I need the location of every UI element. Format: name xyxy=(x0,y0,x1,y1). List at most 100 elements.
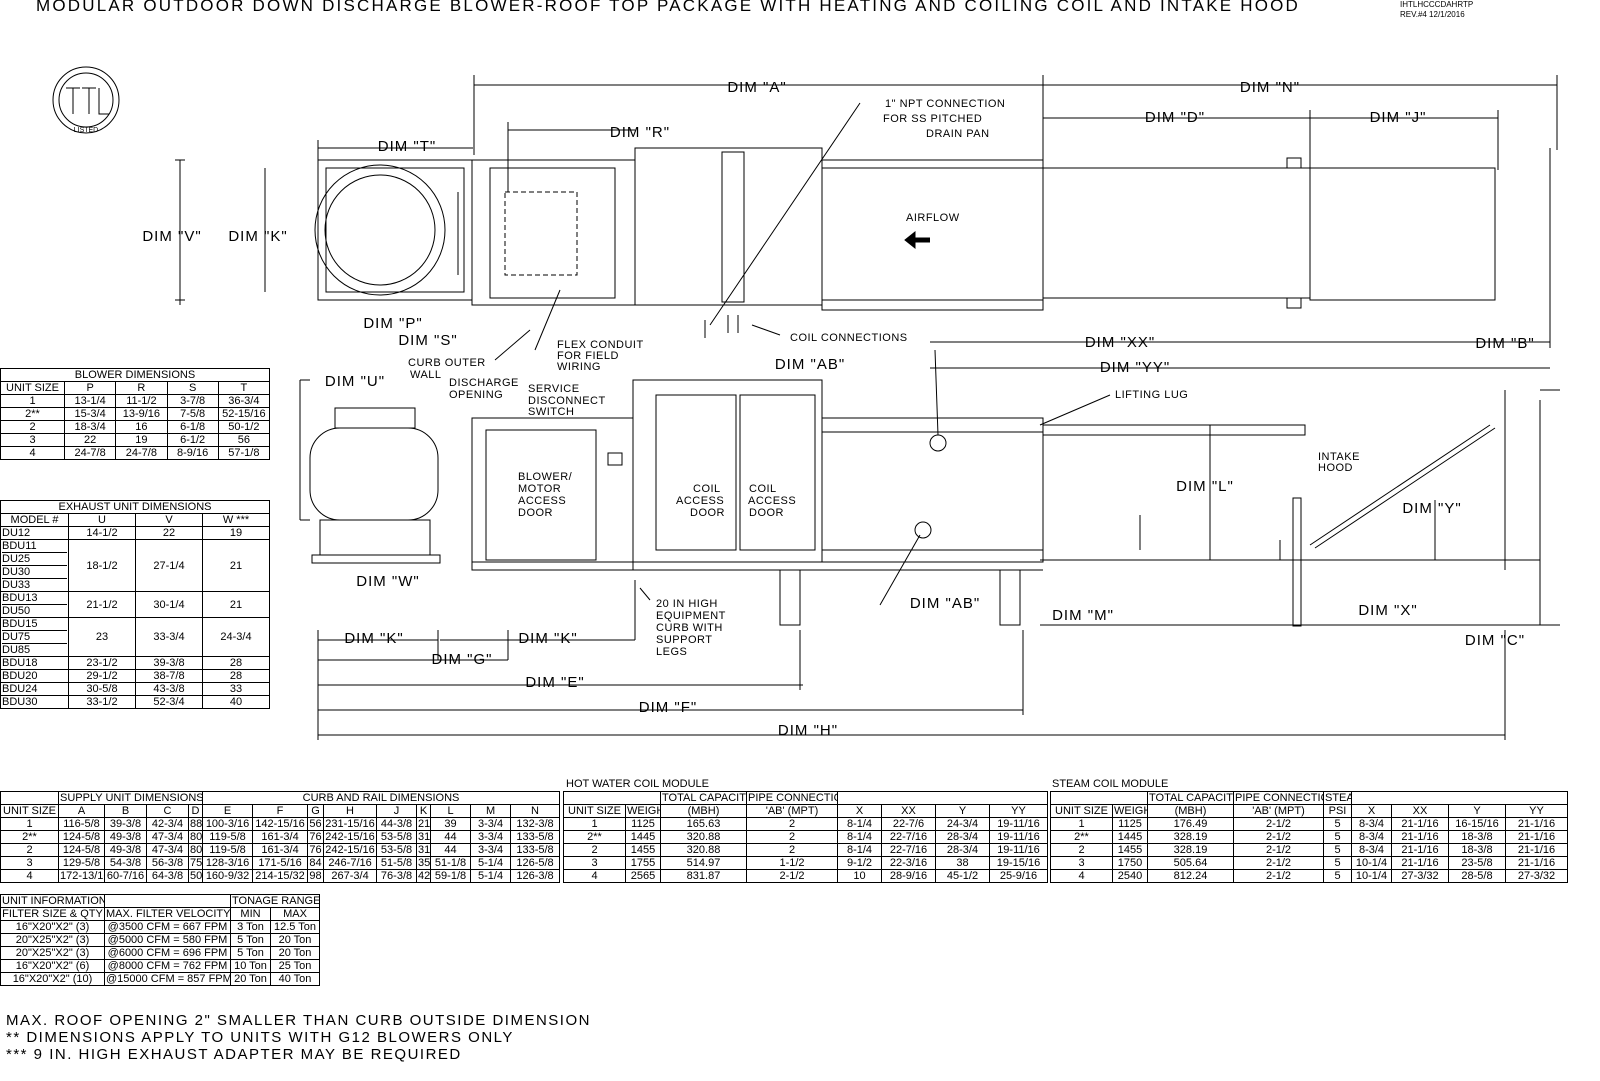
note-1: MAX. ROOF OPENING 2" SMALLER THAN CURB O… xyxy=(6,1012,591,1029)
table-cell: 18-3/4 xyxy=(63,420,117,434)
table-cell: 171-5/16 xyxy=(252,856,309,870)
switch-label: SWITCH xyxy=(528,406,574,418)
table-cell: 5 Ton xyxy=(230,933,271,947)
table-cell: 5 Ton xyxy=(230,946,271,960)
table-cell: 16"X20"X2" (10) xyxy=(0,972,105,986)
table-cell: 19-11/16 xyxy=(989,830,1048,844)
table-cell: 75 xyxy=(187,856,204,870)
dim-h-label: DIM "H" xyxy=(778,722,838,739)
dim-yy-label: DIM "YY" xyxy=(1100,359,1170,376)
table-cell: 35 xyxy=(416,856,432,870)
table-cell: 142-15/16 xyxy=(252,817,309,831)
table-cell: 133-5/8 xyxy=(510,830,560,844)
table-cell: 45-1/2 xyxy=(935,869,990,883)
dim-k-right-label: DIM "K" xyxy=(518,630,577,647)
disconnect-label: DISCONNECT xyxy=(528,395,606,407)
table-cell: 98 xyxy=(307,869,325,883)
column-header: Y xyxy=(935,804,990,818)
table-cell: 57-1/8 xyxy=(217,446,271,460)
table-cell: 5 xyxy=(1323,869,1352,883)
note-2: ** DIMENSIONS APPLY TO UNITS WITH G12 BL… xyxy=(6,1029,514,1046)
table-cell: 5 xyxy=(1323,843,1352,857)
table-cell: @15000 CFM = 857 FPM xyxy=(104,972,231,986)
hw-capacity-header: TOTAL CAPACITY xyxy=(660,791,747,805)
table-cell: 21-1/16 xyxy=(1391,843,1449,857)
table-cell: 39 xyxy=(430,817,472,831)
column-header: H xyxy=(323,804,378,818)
table-cell: 30-5/8 xyxy=(68,682,136,696)
dim-c-label: DIM "C" xyxy=(1465,632,1525,649)
table-cell: 24-3/4 xyxy=(935,817,990,831)
table-cell: 21-1/16 xyxy=(1505,856,1568,870)
airflow-label: AIRFLOW xyxy=(906,212,960,224)
table-cell: 1445 xyxy=(1112,830,1148,844)
model-number: BDU13 xyxy=(2,593,67,605)
dim-w-label: DIM "W" xyxy=(356,573,419,590)
model-number: DU25 xyxy=(2,553,67,566)
logo-listed: LISTED xyxy=(74,127,99,134)
table-cell: 3 xyxy=(1050,856,1113,870)
table-cell: 56 xyxy=(307,817,325,831)
column-header: PSI xyxy=(1323,804,1352,818)
table-cell: 514.97 xyxy=(660,856,747,870)
table-cell: 38 xyxy=(935,856,990,870)
table-cell: 20"X25"X2" (3) xyxy=(0,946,105,960)
dim-j-label: DIM "J" xyxy=(1370,109,1427,126)
table-cell: 10 xyxy=(837,869,882,883)
curb-legs-label-5: LEGS xyxy=(656,646,687,658)
table-cell: 20 Ton xyxy=(270,946,320,960)
table-cell: 49-3/8 xyxy=(104,843,147,857)
table-cell: 8-3/4 xyxy=(1351,817,1392,831)
model-number: BDU20 xyxy=(2,670,38,682)
column-header: MAX. FILTER VELOCITY xyxy=(104,907,231,921)
model-number: DU75 xyxy=(2,631,67,644)
table-cell: 18-3/8 xyxy=(1448,843,1506,857)
table-cell: 38-7/8 xyxy=(135,669,203,683)
column-header: S xyxy=(166,381,219,395)
table-cell: 76 xyxy=(307,830,325,844)
revision: REV.#4 12/1/2016 xyxy=(1400,10,1465,19)
dim-xx-label: DIM "XX" xyxy=(1085,334,1155,351)
table-cell: 2-1/2 xyxy=(746,869,838,883)
table-cell: 44 xyxy=(430,843,472,857)
curb-group-header: CURB AND RAIL DIMENSIONS xyxy=(202,791,560,805)
blower-door-label-4: DOOR xyxy=(518,507,553,519)
column-header: M xyxy=(470,804,512,818)
column-header: B xyxy=(104,804,147,818)
dim-b-label: DIM "B" xyxy=(1475,335,1534,352)
model-cell: BDU30 xyxy=(0,695,69,709)
dim-y-label: DIM "Y" xyxy=(1402,500,1461,517)
table-cell: 19-11/16 xyxy=(989,817,1048,831)
table-cell: 3-3/4 xyxy=(470,830,512,844)
table-cell: 119-5/8 xyxy=(202,830,254,844)
table-cell: 52-15/16 xyxy=(217,407,271,421)
table-cell: 21 xyxy=(202,539,270,592)
lifting-lug-label: LIFTING LUG xyxy=(1115,389,1188,401)
column-header: MIN xyxy=(230,907,271,921)
table-cell: 53-5/8 xyxy=(376,843,418,857)
doc-code: IHTLHCCCDAHRTP xyxy=(1400,0,1474,9)
table-cell: 43-3/8 xyxy=(135,682,203,696)
table-cell: 28 xyxy=(202,656,270,670)
table-cell: 22 xyxy=(135,526,203,540)
coil-door-1-label-3: DOOR xyxy=(690,507,725,519)
table-cell: 25 Ton xyxy=(270,959,320,973)
table-cell: 100-3/16 xyxy=(202,817,254,831)
table-cell: 5-1/4 xyxy=(470,856,512,870)
table-cell: 2 xyxy=(563,843,626,857)
intake-label: INTAKE xyxy=(1318,451,1360,463)
table-cell: 80 xyxy=(187,830,204,844)
